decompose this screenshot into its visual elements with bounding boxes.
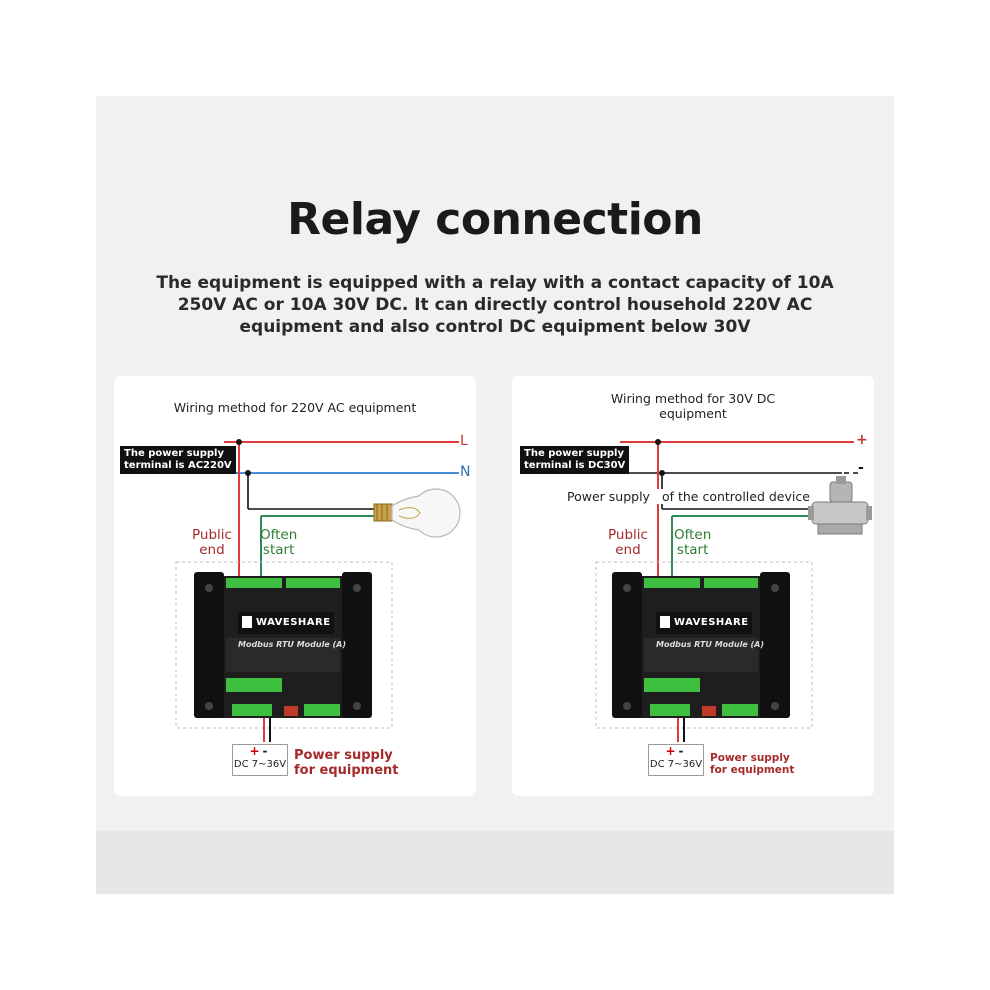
dc-voltage-label: DC 7~36V [649, 759, 703, 770]
solenoid-valve-icon [808, 476, 872, 535]
dc-voltage-label: DC 7~36V [233, 759, 287, 770]
label-line: Often [674, 527, 712, 543]
public-end-label: Public end [608, 528, 648, 558]
relay-module [194, 572, 372, 718]
ac-wiring-panel: Wiring method for 220V AC equipment The … [114, 376, 476, 796]
controlled-device-label: Power supply of the controlled device [566, 489, 811, 504]
minus-sign: - [678, 744, 687, 758]
dc-terminal-label: The power supply terminal is DC30V [520, 446, 630, 474]
description: The equipment is equipped with a relay w… [136, 272, 854, 338]
label-line: Public [192, 527, 232, 543]
waveshare-logo-icon [242, 616, 252, 628]
often-start-label: Often start [674, 528, 711, 558]
module-name: Modbus RTU Module (A) [656, 640, 765, 649]
label-part: Power supply [567, 489, 650, 504]
description-line: The equipment is equipped with a relay w… [156, 273, 834, 293]
module-outline [175, 561, 393, 729]
ac-wiring-diagram [175, 439, 461, 742]
description-line: equipment and also control DC equipment … [239, 317, 751, 337]
module-brand: WAVESHARE [674, 617, 749, 628]
bottom-band [96, 831, 894, 894]
power-supply-label: Power supply for equipment [294, 748, 399, 778]
dc-wiring-diagram [595, 439, 872, 742]
relay-module [612, 572, 790, 718]
label-line: for equipment [710, 764, 795, 776]
often-start-label: Often start [260, 528, 297, 558]
public-end-label: Public end [192, 528, 232, 558]
positive-label: + [856, 432, 868, 448]
label-line: start [262, 542, 295, 558]
dc-input-box: +- DC 7~36V [232, 744, 288, 776]
plus-sign: + [249, 744, 263, 758]
terminal-label-line: terminal is DC30V [524, 460, 626, 471]
waveshare-logo-icon [660, 616, 670, 628]
junction-dot [245, 470, 251, 476]
light-bulb-icon [373, 488, 461, 538]
dc-input-box: +- DC 7~36V [648, 744, 704, 776]
page-title: Relay connection [287, 194, 703, 245]
module-brand: WAVESHARE [256, 617, 331, 628]
label-line: Often [260, 527, 298, 543]
terminal-label-line: The power supply [124, 448, 224, 459]
label-line: end [199, 542, 225, 558]
power-supply-label: Power supply for equipment [710, 752, 794, 776]
label-line: Power supply [294, 748, 393, 763]
ac-terminal-label: The power supply terminal is AC220V [120, 446, 236, 474]
label-part: of the controlled device [661, 489, 810, 504]
negative-label: - [858, 460, 864, 476]
junction-dot [236, 439, 242, 445]
label-line: for equipment [294, 763, 399, 778]
label-line: start [676, 542, 709, 558]
dc-panel-title: Wiring method for 30V DC equipment [512, 391, 874, 421]
label-line: end [615, 542, 641, 558]
infographic-frame: Relay connection The equipment is equipp… [96, 96, 894, 894]
ac-panel-title: Wiring method for 220V AC equipment [173, 400, 417, 415]
live-label: L [460, 433, 468, 449]
description-line: 250V AC or 10A 30V DC. It can directly c… [177, 295, 813, 315]
junction-dot [659, 470, 665, 476]
module-name: Modbus RTU Module (A) [238, 640, 347, 649]
module-outline [595, 561, 813, 729]
title-line: equipment [659, 406, 727, 421]
label-line: Power supply [710, 752, 790, 764]
minus-sign: - [262, 744, 271, 758]
title-line: Wiring method for 30V DC [610, 391, 776, 406]
terminal-label-line: The power supply [524, 448, 624, 459]
dc-wiring-panel: Wiring method for 30V DC equipment The p… [512, 376, 874, 796]
neutral-label: N [460, 464, 471, 480]
terminal-label-line: terminal is AC220V [124, 460, 232, 471]
plus-sign: + [665, 744, 679, 758]
label-line: Public [608, 527, 648, 543]
junction-dot [655, 439, 661, 445]
